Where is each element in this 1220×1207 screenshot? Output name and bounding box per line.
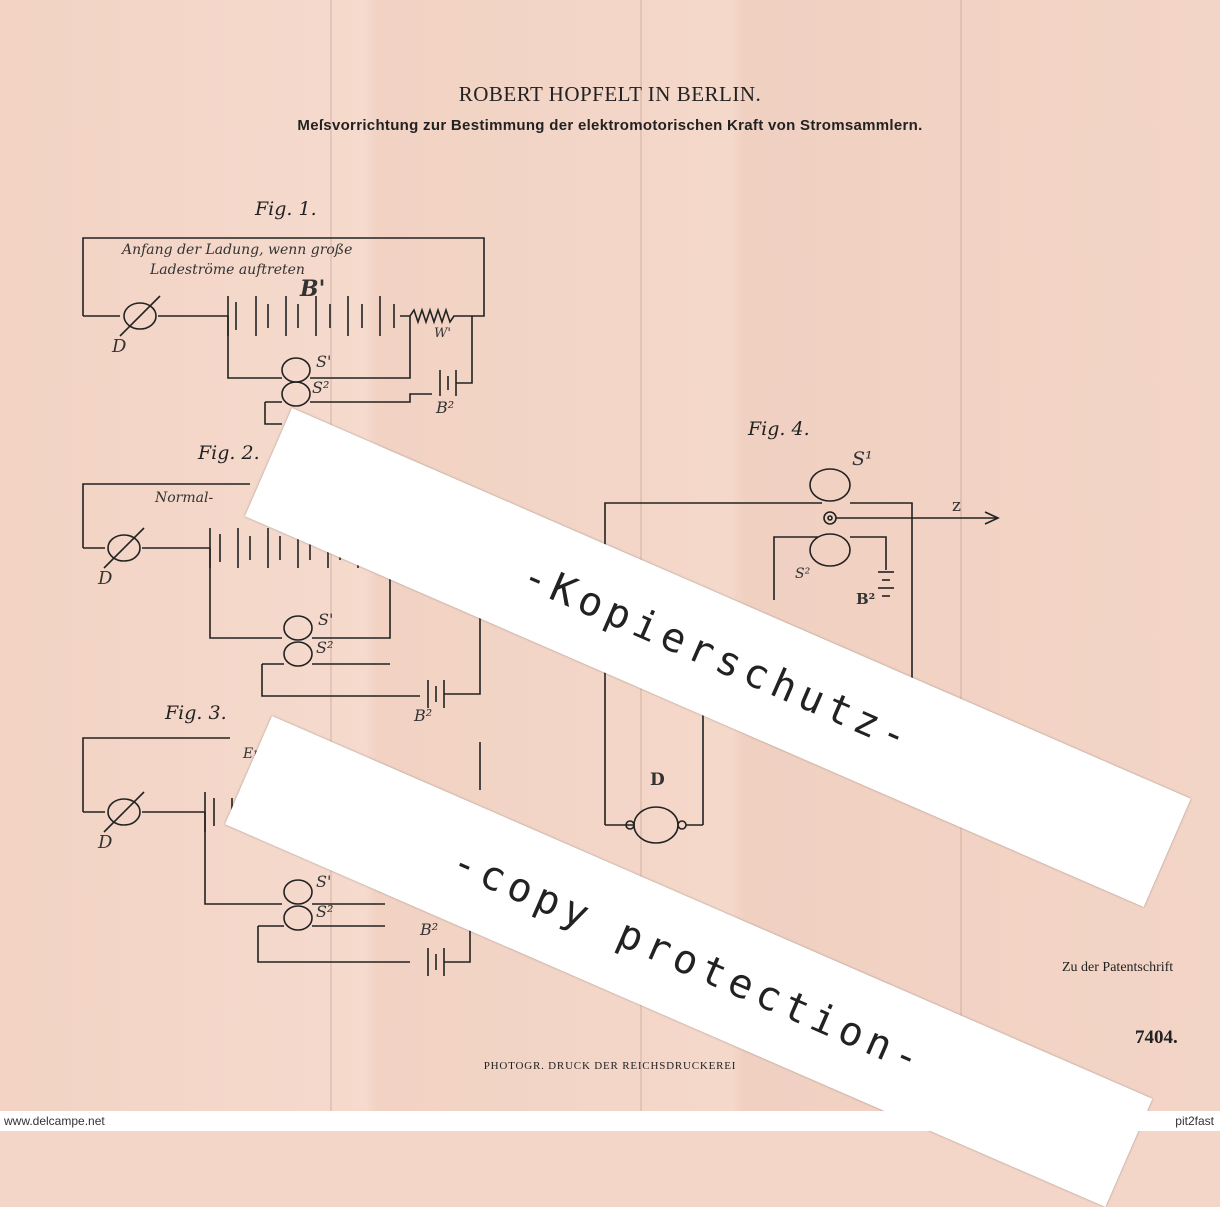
fig3-label: Fig. 3. (165, 702, 227, 724)
fig1-note-line1: Anfang der Ladung, wenn große (122, 242, 353, 258)
patent-reference-label: Zu der Patentschrift (1062, 960, 1174, 975)
fig3-dynamo-label: D (98, 832, 113, 853)
patent-subtitle: Meſsvorrichtung zur Bestimmung der elekt… (297, 117, 923, 134)
fig3-s2-label: S² (316, 902, 334, 921)
fig4-b2-label: B² (856, 590, 876, 608)
fold-line (960, 0, 962, 1131)
printer-credit: PHOTOGR. DRUCK DER REICHSDRUCKEREI (483, 1060, 737, 1072)
fig2-label: Fig. 2. (198, 442, 260, 464)
fig4-dynamo-label: D (650, 770, 665, 790)
fig4-s2-label: S² (795, 566, 811, 582)
fig4-s1-label: S¹ (852, 448, 873, 470)
watermark-bar (0, 1111, 1220, 1131)
fig1-s2-label: S² (312, 378, 330, 397)
fig2-s2-label: S² (316, 638, 334, 657)
patent-number: 7404. (1135, 1027, 1178, 1048)
fig3-s1-label: S' (316, 872, 332, 891)
fig1-note-line2: Ladeströme auftreten (150, 262, 305, 278)
fig3-b2-label: B² (420, 920, 439, 939)
fig2-s1-label: S' (318, 610, 334, 629)
circuit-drawings (82, 237, 1000, 976)
fig1-resistor-label: W' (434, 326, 451, 341)
watermark-right: pit2fast (1175, 1114, 1214, 1128)
watermark-left: www.delcampe.net (4, 1114, 105, 1128)
fig2-note: Normal- (155, 490, 214, 506)
patent-title: ROBERT HOPFELT IN BERLIN. (458, 82, 762, 106)
fig2-b2-label: B² (414, 706, 433, 725)
fig2-dynamo-label: D (98, 568, 113, 589)
fig1-b2-label: B² (436, 398, 455, 417)
fold-line (330, 0, 332, 1131)
fig1-label: Fig. 1. (255, 198, 317, 220)
fig1-dynamo-label: D (112, 336, 127, 357)
fig1-s1-label: S' (316, 352, 332, 371)
fig4-label: Fig. 4. (748, 418, 810, 440)
fig1-battery-label: B' (300, 276, 326, 302)
fig4-z-label: z (952, 496, 961, 516)
